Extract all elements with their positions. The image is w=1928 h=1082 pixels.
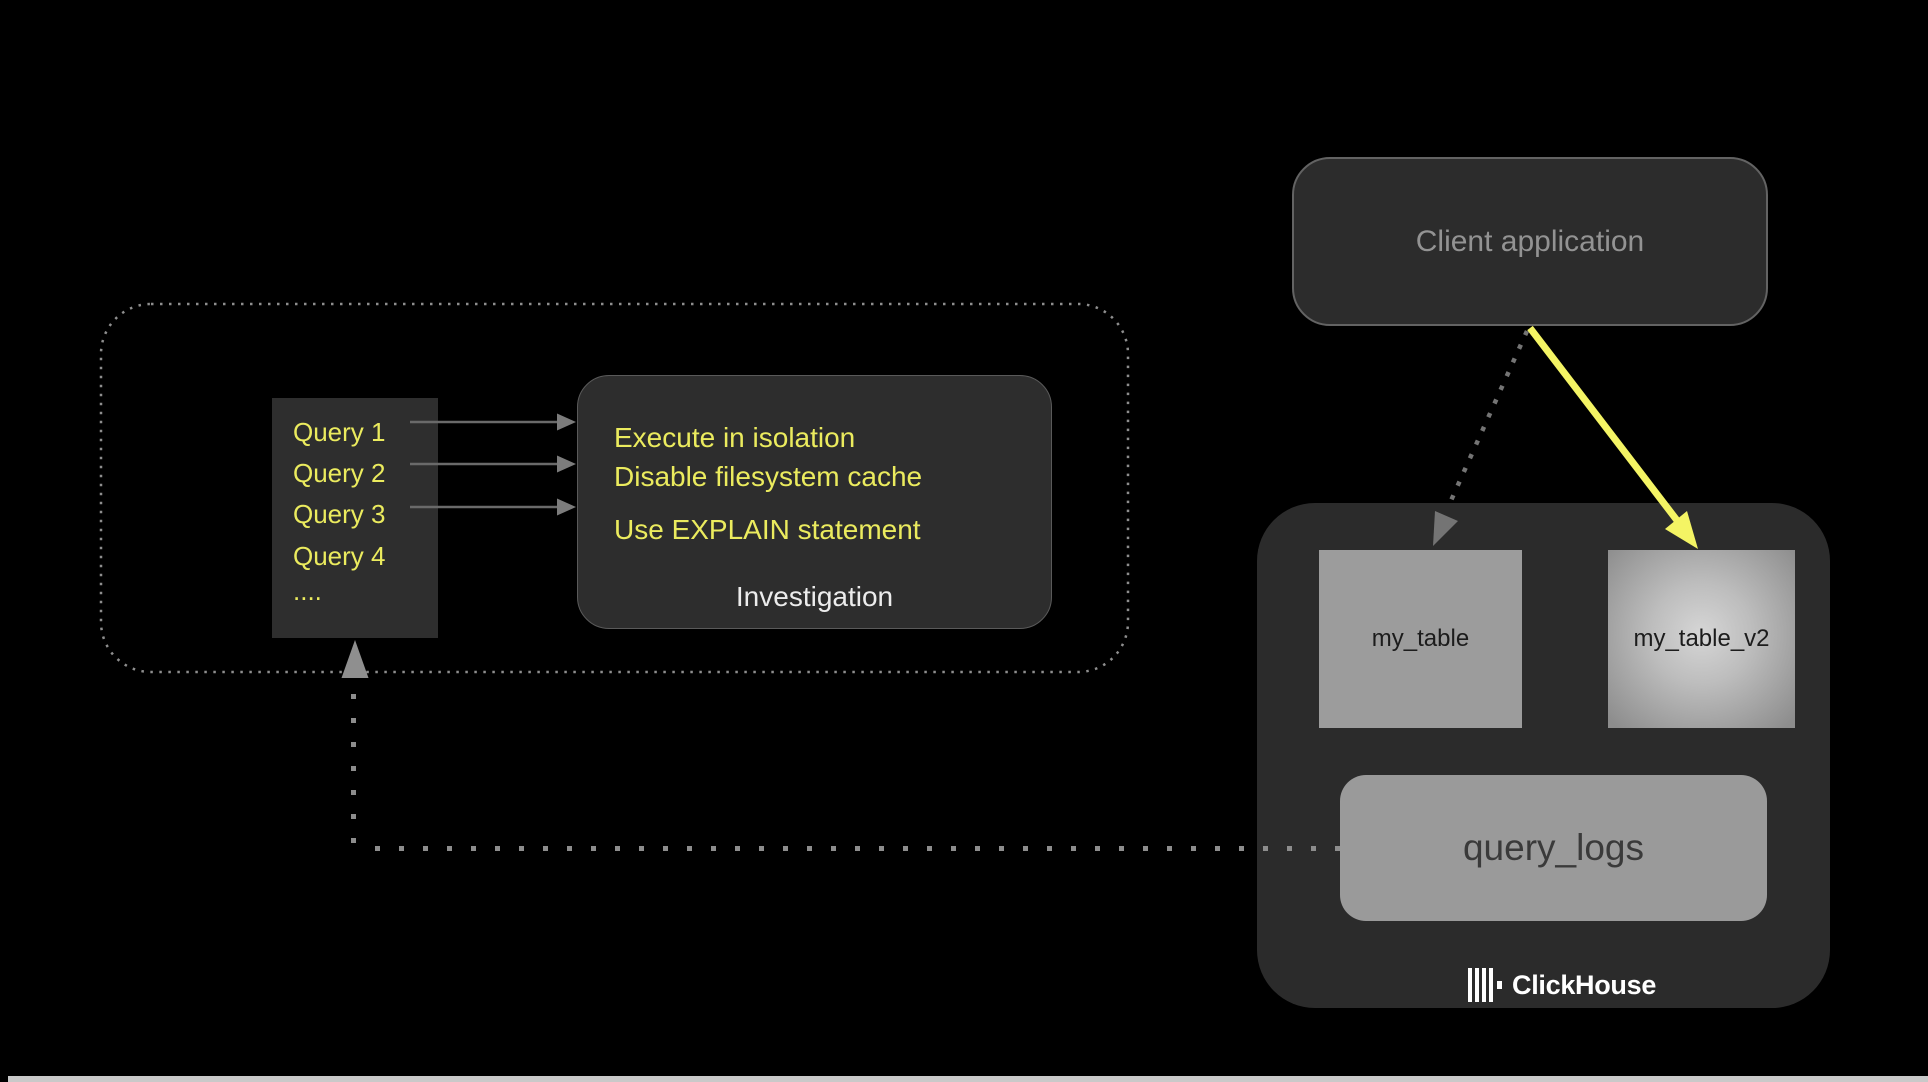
bottom-edge-strip	[8, 1076, 1928, 1082]
query-logs-label: query_logs	[1462, 827, 1644, 868]
my-table-v2-label: my_table_v2	[1633, 625, 1770, 652]
my-table-box: my_table	[1319, 550, 1522, 728]
query-list-ellipsis: ....	[293, 576, 322, 606]
investigation-tip: Execute in isolation	[614, 422, 856, 453]
client-application-label: Client application	[1415, 224, 1645, 258]
query-logs-feedback-path	[341, 640, 1340, 851]
clickhouse-logo: ClickHouse	[1468, 966, 1656, 1004]
investigation-box: Execute in isolation Disable filesystem …	[577, 375, 1052, 629]
query-list-item: Query 1	[293, 417, 386, 447]
clickhouse-brand-label: ClickHouse	[1512, 969, 1657, 1000]
my-table-v2-box: my_table_v2	[1608, 550, 1795, 728]
query-list-item: Query 4	[293, 541, 386, 571]
investigation-tip: Disable filesystem cache	[614, 461, 923, 492]
client-application-box: Client application	[1292, 157, 1768, 326]
query-list-item: Query 3	[293, 499, 386, 529]
investigation-caption: Investigation	[735, 581, 894, 612]
query-logs-box: query_logs	[1340, 775, 1767, 921]
feedback-up-arrowhead	[341, 640, 369, 678]
query-list-box: Query 1 Query 2 Query 3 Query 4 ....	[272, 398, 438, 638]
my-table-label: my_table	[1371, 625, 1470, 652]
investigation-tip: Use EXPLAIN statement	[614, 514, 921, 545]
clickhouse-logo-icon	[1468, 968, 1502, 1002]
query-list-item: Query 2	[293, 458, 386, 488]
